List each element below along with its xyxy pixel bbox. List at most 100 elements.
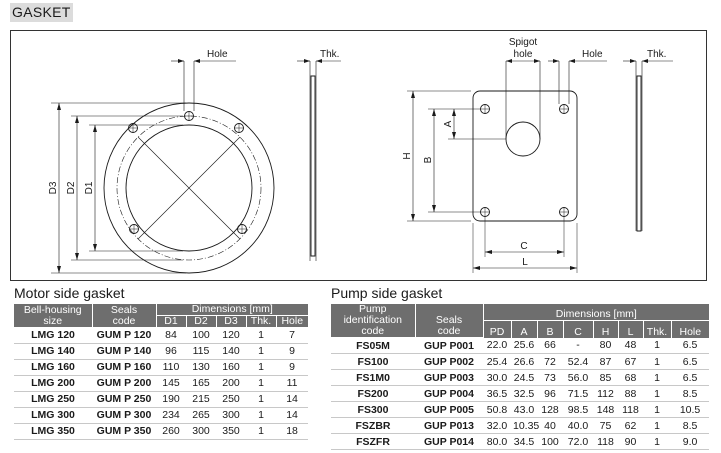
- l-value: 118: [618, 401, 643, 418]
- bell-housing-size: LMG 350: [14, 423, 92, 440]
- hole-value: 6.5: [671, 337, 710, 354]
- c-value: 71.5: [563, 385, 593, 402]
- b-value: 66: [537, 337, 563, 354]
- c-value: 40.0: [563, 417, 593, 434]
- pd-value: 22.0: [483, 337, 511, 354]
- a-value: 25.6: [511, 337, 537, 354]
- d3-value: 300: [216, 407, 246, 424]
- c-value: 56.0: [563, 369, 593, 386]
- motor-bolt-hole: [234, 123, 244, 133]
- header-pd: PD: [483, 320, 512, 338]
- c-value: 98.5: [563, 401, 593, 418]
- pump-spigot-hole: [505, 121, 541, 157]
- pump-hole-label: Hole: [582, 49, 603, 60]
- bell-housing-size: LMG 300: [14, 407, 92, 424]
- header-dimensions: Dimensions [mm]: [483, 304, 710, 322]
- table-row: LMG 350 GUM P 350 260 300 350 1 18: [14, 423, 309, 440]
- header-hole: Hole: [276, 315, 309, 327]
- hole-value: 14: [276, 391, 309, 408]
- table-row: LMG 160 GUM P 160 110 130 160 1 9: [14, 359, 309, 376]
- pump-thk-label: Thk.: [647, 49, 666, 60]
- pump-identification-code: FSZFR: [331, 433, 415, 450]
- header-d1: D1: [156, 315, 187, 327]
- drawing-frame: Hole Thk. D3 D2 D1: [10, 30, 707, 281]
- pump-identification-code: FS1M0: [331, 369, 415, 386]
- h-value: 148: [593, 401, 618, 418]
- motor-diagonal-line: [137, 136, 241, 240]
- b-value: 96: [537, 385, 563, 402]
- header-b: B: [537, 320, 564, 338]
- motor-gasket-drawing: [51, 59, 341, 274]
- motor-bolt-hole: [128, 123, 138, 133]
- a-value: 24.5: [511, 369, 537, 386]
- table-row: LMG 250 GUM P 250 190 215 250 1 14: [14, 391, 309, 408]
- pump-identification-code: FS05M: [331, 337, 415, 354]
- header-a: A: [511, 320, 538, 338]
- h-value: 75: [593, 417, 618, 434]
- header-h: H: [593, 320, 619, 338]
- thk-value: 1: [643, 385, 671, 402]
- hole-value: 8.5: [671, 385, 710, 402]
- d3-value: 160: [216, 359, 246, 376]
- hole-value: 18: [276, 423, 309, 440]
- d2-value: 130: [186, 359, 216, 376]
- pump-gasket-drawing: [407, 59, 673, 273]
- thk-value: 1: [643, 369, 671, 386]
- hole-value: 9: [276, 343, 309, 360]
- pd-value: 32.0: [483, 417, 511, 434]
- seals-code: GUM P 160: [92, 359, 156, 376]
- spigot-label: Spigot: [509, 37, 538, 48]
- d1-value: 96: [156, 343, 186, 360]
- table-row: FS1M0 GUP P003 30.0 24.5 73 56.0 85 68 1…: [331, 369, 710, 386]
- hole-value: 10.5: [671, 401, 710, 418]
- page-title: GASKET: [10, 3, 73, 22]
- b-label: B: [423, 156, 434, 163]
- seals-code: GUP P005: [415, 401, 483, 418]
- d2-value: 165: [186, 375, 216, 392]
- seals-code: GUM P 300: [92, 407, 156, 424]
- seals-code: GUM P 250: [92, 391, 156, 408]
- l-label: L: [522, 257, 528, 268]
- thk-value: 1: [643, 353, 671, 370]
- d1-value: 234: [156, 407, 186, 424]
- thk-value: 1: [246, 391, 276, 408]
- d2-value: 115: [186, 343, 216, 360]
- table-row: FS05M GUP P001 22.0 25.6 66 - 80 48 1 6.…: [331, 337, 710, 354]
- thk-value: 1: [643, 401, 671, 418]
- thk-value: 1: [246, 407, 276, 424]
- hole-value: 11: [276, 375, 309, 392]
- d2-label: D2: [66, 181, 77, 194]
- d1-value: 145: [156, 375, 186, 392]
- pd-value: 50.8: [483, 401, 511, 418]
- c-value: -: [563, 337, 593, 354]
- table-row: FS200 GUP P004 36.5 32.5 96 71.5 112 88 …: [331, 385, 710, 402]
- a-value: 10.35: [511, 417, 540, 434]
- pump-identification-code: FS100: [331, 353, 415, 370]
- h-value: 87: [593, 353, 618, 370]
- d3-value: 250: [216, 391, 246, 408]
- l-value: 48: [618, 337, 643, 354]
- l-value: 62: [618, 417, 643, 434]
- motor-side-title: Motor side gasket: [14, 285, 125, 301]
- d1-label: D1: [84, 181, 95, 194]
- pd-value: 30.0: [483, 369, 511, 386]
- thk-value: 1: [643, 433, 671, 450]
- seals-code: GUP P003: [415, 369, 483, 386]
- seals-code: GUM P 350: [92, 423, 156, 440]
- d3-value: 140: [216, 343, 246, 360]
- seals-code: GUP P014: [415, 433, 483, 450]
- c-value: 52.4: [563, 353, 593, 370]
- table-row: LMG 200 GUM P 200 145 165 200 1 11: [14, 375, 309, 392]
- bell-housing-size: LMG 120: [14, 327, 92, 344]
- b-value: 73: [537, 369, 563, 386]
- a-value: 43.0: [511, 401, 537, 418]
- table-row: LMG 120 GUM P 120 84 100 120 1 7: [14, 327, 309, 344]
- thk-value: 1: [643, 337, 671, 354]
- thk-value: 1: [246, 375, 276, 392]
- bell-housing-size: LMG 160: [14, 359, 92, 376]
- table-row: FSZBR GUP P013 32.0 10.35 40 40.0 75 62 …: [331, 417, 710, 434]
